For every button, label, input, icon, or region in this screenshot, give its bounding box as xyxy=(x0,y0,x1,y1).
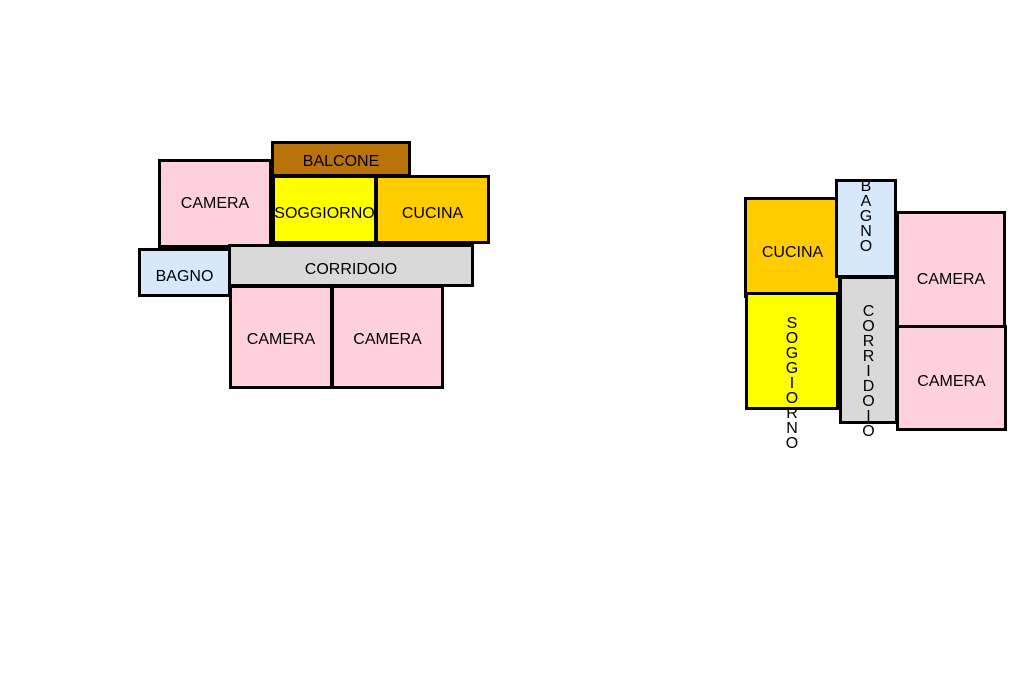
label-letter: D xyxy=(862,378,875,395)
label-letter: N xyxy=(860,223,872,240)
room-label: BALCONE xyxy=(302,153,380,170)
label-letter: O xyxy=(785,435,799,452)
room-soggiorno: SOGGIORNO xyxy=(272,175,377,244)
room-camera: CAMERA xyxy=(229,285,333,389)
room-cucina: CUCINA xyxy=(375,175,490,244)
room-label: CAMERA xyxy=(353,331,422,348)
room-camera: CAMERA xyxy=(331,285,444,389)
room-label: CAMERA xyxy=(916,271,986,288)
label-letter: I xyxy=(866,363,871,380)
label-letter: B xyxy=(860,178,872,195)
label-letter: G xyxy=(785,360,799,377)
label-letter: A xyxy=(860,193,872,210)
room-balcone: BALCONE xyxy=(271,141,411,177)
room-camera: CAMERA xyxy=(896,211,1006,329)
label-letter: I xyxy=(866,408,871,425)
room-label: CAMERA xyxy=(917,373,986,390)
room-camera: CAMERA xyxy=(896,325,1007,431)
room-label: BAGNO xyxy=(155,267,214,285)
label-letter: I xyxy=(789,375,795,392)
label-letter: O xyxy=(862,318,875,335)
room-corridoio: CORRIDOIO xyxy=(228,244,474,287)
label-letter: C xyxy=(862,303,875,320)
room-label: CUCINA xyxy=(761,243,824,261)
label-letter: O xyxy=(862,393,875,410)
label-letter: R xyxy=(786,405,798,422)
label-letter: G xyxy=(785,345,799,362)
label-letter: R xyxy=(862,333,875,350)
room-label: SOGGIORNO xyxy=(274,204,375,222)
label-letter: O xyxy=(785,390,799,407)
room-bagno: BAGNO xyxy=(138,248,231,297)
room-label: CAMERA xyxy=(180,194,250,212)
label-letter: N xyxy=(786,420,798,437)
label-letter: O xyxy=(785,330,799,347)
label-letter: G xyxy=(859,208,873,225)
room-label: CAMERA xyxy=(246,331,316,348)
room-cucina: CUCINA xyxy=(744,197,841,298)
label-letter: R xyxy=(862,348,875,365)
label-letter: O xyxy=(862,423,875,440)
label-letter: S xyxy=(786,315,798,332)
room-label: CORRIDOIO xyxy=(304,260,398,278)
label-letter: O xyxy=(859,238,873,255)
room-camera: CAMERA xyxy=(158,159,272,248)
room-label: CUCINA xyxy=(401,204,464,222)
